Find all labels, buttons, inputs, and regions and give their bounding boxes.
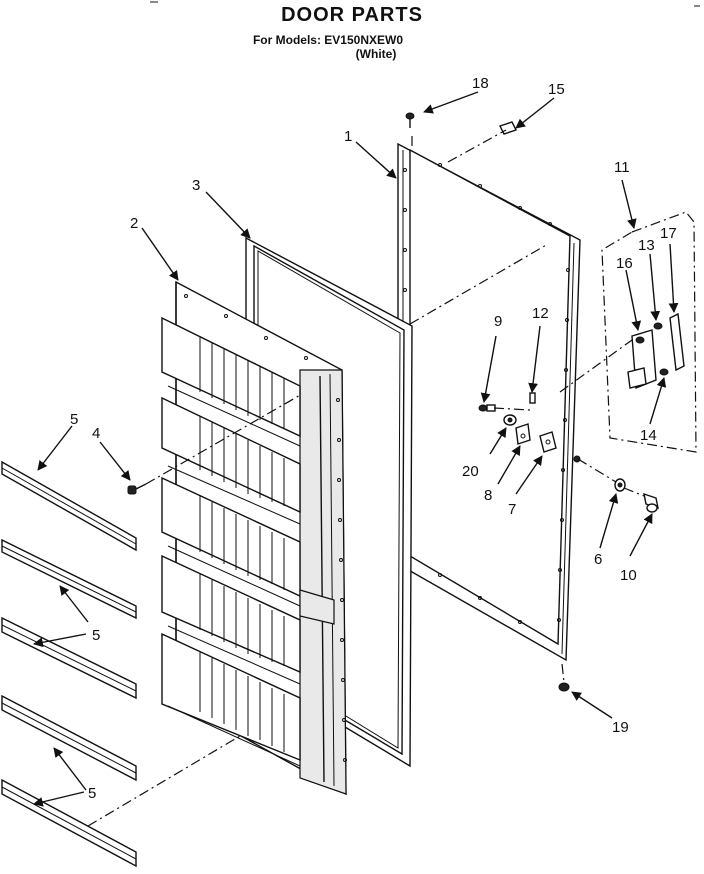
hinge-assembly-11: [601, 211, 697, 453]
callout-5-first: 5: [70, 411, 78, 428]
callout-15: 15: [548, 81, 565, 98]
callout-4: 4: [92, 425, 100, 442]
screw-4: [127, 483, 147, 495]
diagram-title: DOOR PARTS: [281, 4, 423, 26]
liner-shelves: [161, 316, 301, 767]
pin-10: [643, 492, 659, 513]
bushing-6: [614, 478, 626, 492]
door-liner: [161, 280, 347, 796]
callout-8: 8: [484, 487, 492, 504]
models-line: For Models: EV150NXEW0: [252, 33, 404, 47]
callout-18: 18: [472, 75, 489, 92]
callout-19: 19: [612, 719, 629, 736]
callout-2: 2: [130, 215, 138, 232]
callout-11: 11: [614, 159, 630, 176]
callout-14: 14: [640, 427, 657, 444]
corner-marks: [150, 1, 700, 7]
callout-1: 1: [344, 128, 352, 145]
hinge-hardware: [478, 392, 557, 453]
callout-12: 12: [532, 305, 549, 322]
shelf-bars: [1, 460, 137, 868]
callout-5-third: 5: [88, 785, 96, 802]
callout-7: 7: [508, 501, 516, 518]
outer-door-panel: [397, 142, 581, 662]
callout-20: 20: [462, 463, 479, 480]
screw-18: [405, 112, 415, 128]
callout-9: 9: [494, 313, 502, 330]
callout-6: 6: [594, 551, 602, 568]
callout-5-second: 5: [92, 627, 100, 644]
callout-17: 17: [660, 225, 677, 242]
callout-3: 3: [192, 177, 200, 194]
leader-lines: [33, 91, 679, 807]
callout-10: 10: [620, 567, 637, 584]
alignment-lines: [87, 129, 645, 827]
callout-numbers: 1 2 3 4 5 5 5 6 7 8 9 10 11 12 13 14 15 …: [70, 75, 677, 802]
callout-13: 13: [638, 237, 655, 254]
callout-16: 16: [616, 255, 633, 272]
screw-19: [558, 682, 570, 692]
color-line: (White): [355, 47, 397, 61]
